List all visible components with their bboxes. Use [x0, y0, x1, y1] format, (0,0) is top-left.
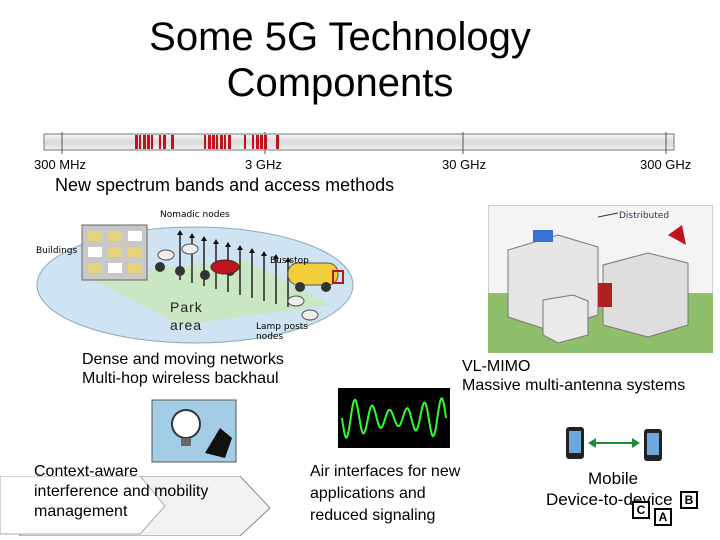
spectrum-band-mark: [256, 135, 259, 149]
d2d-box-c: C: [632, 501, 650, 519]
lightbulb-icon: [172, 410, 200, 438]
spectrum-band-mark: [147, 135, 150, 149]
spectrum-band-mark: [276, 135, 279, 149]
car-wheel: [175, 266, 185, 276]
spectrum-band-mark: [216, 135, 218, 149]
label-buildings: Buildings: [36, 246, 77, 256]
spectrum-band-mark: [228, 135, 231, 149]
d2d-text-2: Device-to-device: [546, 490, 673, 510]
d2d-phones-illustration: [560, 425, 670, 465]
tick-label-300mhz: 300 MHz: [34, 157, 86, 172]
mimo-caption-2: Massive multi-antenna systems: [462, 376, 685, 395]
dense-network-caption-2: Multi-hop wireless backhaul: [82, 369, 279, 388]
spectrum-band-mark: [143, 135, 146, 149]
label-bus-stop: Bus stop: [270, 256, 309, 266]
air-interface-text-2: applications and: [310, 484, 426, 503]
spectrum-bar: [40, 130, 680, 158]
d2d-box-b: B: [680, 491, 698, 509]
d2d-text-1: Mobile: [588, 469, 638, 489]
spectrum-band-mark: [139, 135, 141, 149]
mimo-caption-1: VL-MIMO: [462, 357, 530, 376]
spectrum-band-mark: [252, 135, 254, 149]
spectrum-band-mark: [260, 135, 263, 149]
spectrum-band-mark: [208, 135, 211, 149]
waveform-illustration: [338, 388, 450, 448]
car-body: [211, 260, 239, 274]
spectrum-band-mark: [220, 135, 223, 149]
spectrum-band-mark: [135, 135, 138, 149]
dense-network-caption-1: Dense and moving networks: [82, 350, 284, 369]
spectrum-band-mark: [151, 135, 153, 149]
spectrum-band-mark: [264, 135, 267, 149]
car-wheel: [155, 262, 165, 272]
spectrum-band-mark: [224, 135, 226, 149]
spectrum-band-mark: [171, 135, 174, 149]
air-interface-text-3: reduced signaling: [310, 506, 435, 525]
label-distributed: Distributed: [619, 211, 669, 221]
interference-text-1: Context-aware: [34, 462, 138, 481]
interference-text-3: management: [34, 502, 127, 521]
buildings-icon: [82, 225, 147, 280]
label-lamp-posts: Lamp posts nodes: [256, 322, 316, 342]
interference-text-2: interference and mobility: [34, 482, 208, 501]
car-wheel: [200, 270, 210, 280]
tick-label-30ghz: 30 GHz: [442, 157, 486, 172]
mimo-illustration: [488, 205, 713, 353]
tick-label-300ghz: 300 GHz: [640, 157, 691, 172]
spectrum-band-mark: [159, 135, 161, 149]
d2d-box-a: A: [654, 508, 672, 526]
spectrum-band-mark: [212, 135, 215, 149]
spectrum-band-mark: [244, 135, 246, 149]
spectrum-caption: New spectrum bands and access methods: [55, 175, 394, 196]
spectrum-band-mark: [204, 135, 206, 149]
slide-title: Some 5G Technology Components: [60, 14, 620, 106]
context-aware-illustration: [150, 398, 240, 466]
label-park-area: Park area: [170, 298, 210, 334]
tick-label-3ghz: 3 GHz: [245, 157, 282, 172]
spectrum-band-mark: [163, 135, 166, 149]
label-nomadic-nodes: Nomadic nodes: [160, 210, 230, 220]
air-interface-text-1: Air interfaces for new: [310, 462, 460, 481]
